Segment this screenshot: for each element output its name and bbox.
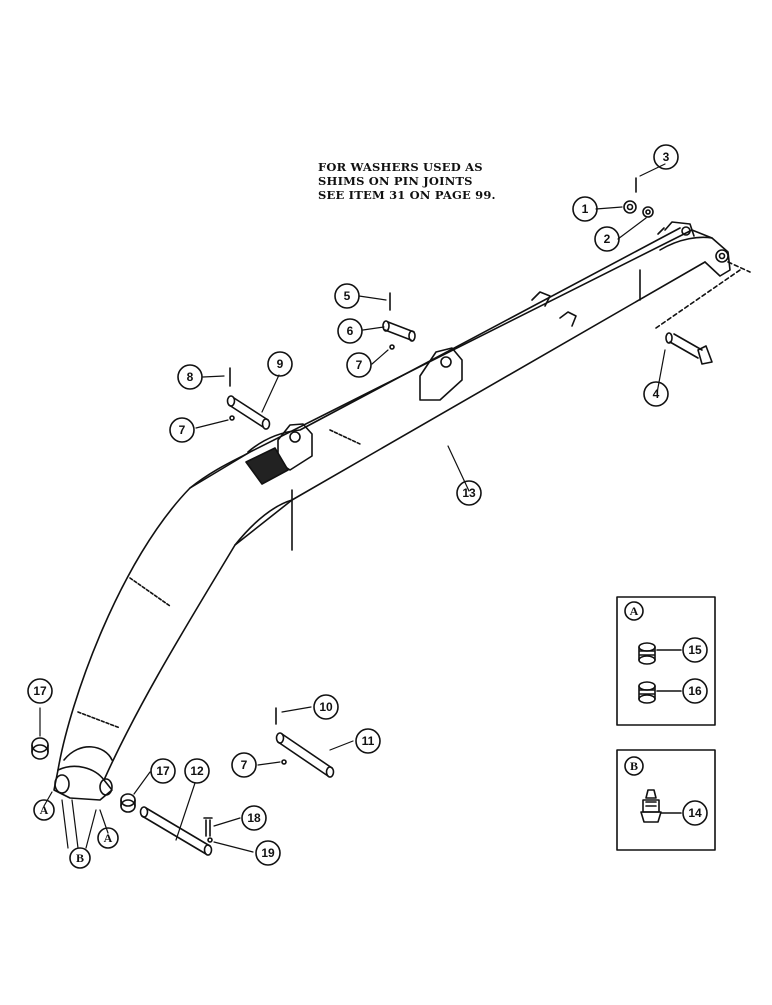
boom-arm	[53, 221, 731, 801]
pin-hardware-foot	[31, 707, 335, 856]
letter-a-left: A	[40, 803, 49, 817]
callout-17-right: 17	[156, 764, 170, 778]
callout-bubbles	[27, 144, 679, 869]
callout-1: 1	[582, 202, 589, 216]
callout-3: 3	[663, 150, 670, 164]
callout-10: 10	[319, 700, 333, 714]
note-line-3: SEE ITEM 31 ON PAGE 99.	[318, 188, 496, 202]
callout-8: 8	[187, 370, 194, 384]
callout-11: 11	[362, 734, 375, 748]
callout-6: 6	[347, 324, 354, 338]
detail-box-b	[616, 749, 716, 851]
letter-a-right: A	[104, 831, 113, 845]
callout-16: 16	[688, 684, 702, 698]
callout-12: 12	[190, 764, 204, 778]
callout-5: 5	[344, 289, 351, 303]
detail-b-label: B	[630, 759, 638, 773]
leader-lines	[39, 163, 666, 853]
pin-hardware-lower	[226, 367, 271, 430]
pin-hardware-top	[623, 177, 751, 365]
shim-note: FOR WASHERS USED AS SHIMS ON PIN JOINTS …	[318, 160, 518, 202]
pin-hardware-mid	[382, 292, 416, 350]
callout-19: 19	[261, 846, 275, 860]
detail-box-a	[616, 596, 716, 726]
detail-a-label: A	[630, 604, 639, 618]
callout-7-foot: 7	[241, 758, 248, 772]
callout-15: 15	[688, 643, 702, 657]
callout-7-lower: 7	[179, 423, 186, 437]
callout-14: 14	[688, 806, 702, 820]
letter-b: B	[76, 851, 84, 865]
callout-labels: 1 2 3 4 5 6 7 8 9 7 13 10 11 7 12 17 17 …	[33, 150, 702, 865]
callout-4: 4	[653, 387, 660, 401]
callout-18: 18	[247, 811, 261, 825]
callout-9: 9	[277, 357, 284, 371]
callout-7-mid: 7	[356, 358, 363, 372]
note-line-2: SHIMS ON PIN JOINTS	[318, 174, 473, 188]
note-line-1: FOR WASHERS USED AS	[318, 160, 483, 174]
callout-13: 13	[462, 486, 476, 500]
callout-17-left: 17	[33, 684, 47, 698]
callout-2: 2	[604, 232, 611, 246]
